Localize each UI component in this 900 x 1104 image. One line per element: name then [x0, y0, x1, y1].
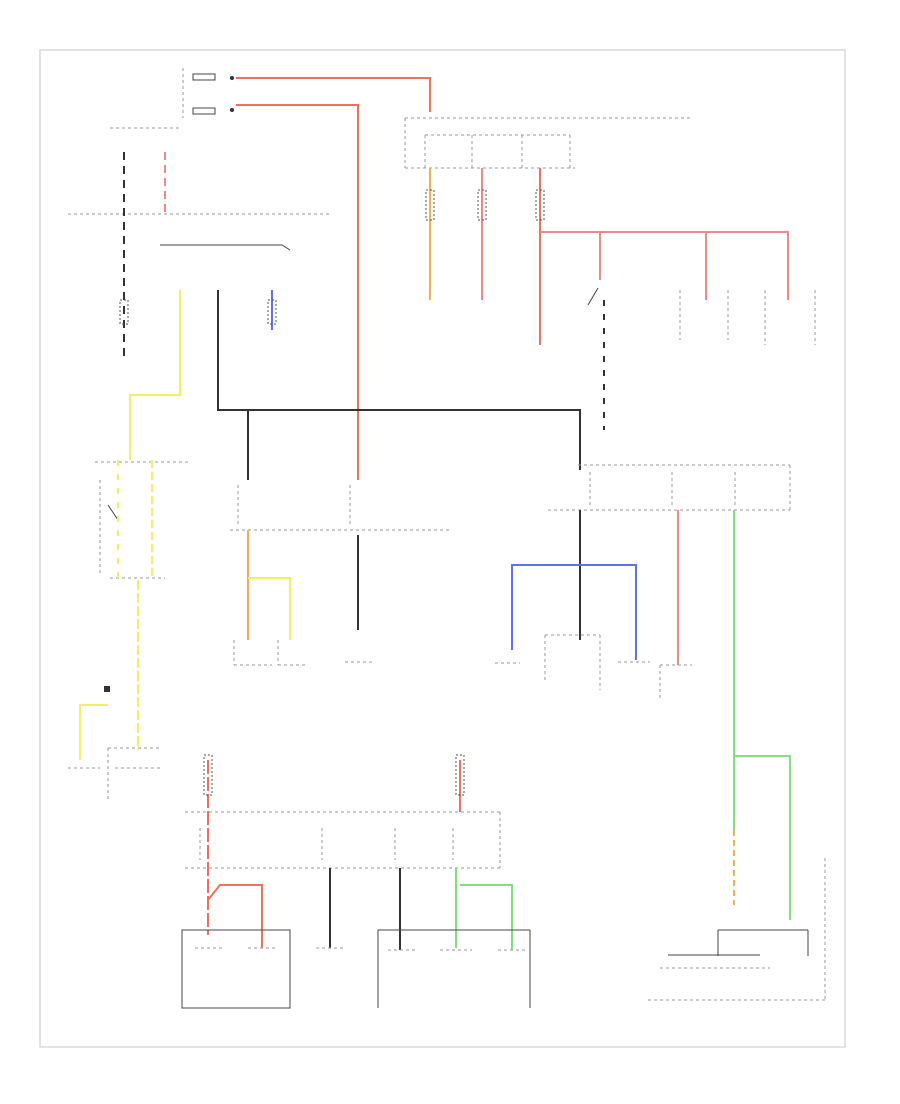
red-loop-wire: [207, 884, 263, 948]
red-wire-top-2: [236, 104, 359, 480]
blue-loop-wire: [511, 564, 637, 660]
fuse-block-right: [548, 464, 791, 511]
switch-bar: [160, 244, 291, 251]
middle-module: [230, 485, 450, 531]
fuse-block-top: [404, 117, 690, 169]
green-bottom-wire: [460, 884, 513, 950]
left-relay-group: [95, 461, 190, 579]
red-wire-top-1: [236, 77, 431, 112]
bottom-module-boxes: [181, 929, 531, 1009]
green-branch-wire: [734, 755, 791, 920]
diagram-frame: [39, 49, 846, 1048]
right-mid-components: [495, 634, 692, 700]
ignition-switch-group: [68, 68, 330, 215]
lamp-boxes: [233, 640, 372, 666]
black-main-wire: [217, 290, 581, 470]
fuse-block-bottom: [185, 811, 501, 869]
right-top-components: [679, 290, 816, 345]
yellow-wire-left: [129, 290, 181, 460]
yellow-lamp-wire: [248, 577, 291, 640]
pink-branch-wire: [540, 231, 789, 300]
yellow-wire-branch: [79, 704, 108, 760]
bottom-right-module: [648, 858, 826, 1001]
connector-marks: [119, 189, 545, 796]
bottom-left-components: [68, 747, 160, 800]
